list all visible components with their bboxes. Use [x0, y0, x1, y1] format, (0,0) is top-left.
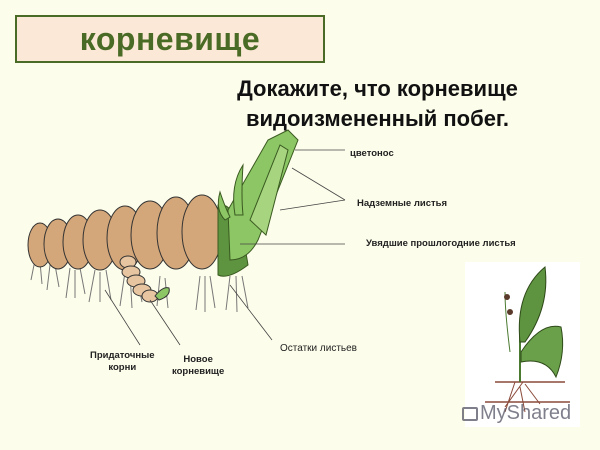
label-adventitious-roots-line1: Придаточные: [90, 350, 155, 361]
label-above-ground-leaves: Надземные листья: [357, 198, 448, 209]
shoot: [217, 129, 299, 277]
lily-of-the-valley-illustration: [465, 262, 580, 427]
title-box: корневище: [15, 15, 325, 63]
rhizome-body: [27, 194, 223, 271]
question-line-2: видоизмененный побег.: [245, 106, 510, 131]
new-rhizome-bud: [154, 287, 170, 301]
label-peduncle: цветонос: [350, 148, 394, 159]
label-new-rhizome-line2: корневище: [172, 366, 225, 377]
question-text: Докажите, что корневище видоизмененный п…: [190, 74, 565, 134]
label-new-rhizome-line1: Новое: [183, 354, 213, 365]
presentation-icon: [462, 406, 478, 421]
watermark-text: MyShared: [480, 402, 572, 424]
plant-drawing: [485, 266, 570, 413]
slide-title: корневище: [79, 20, 261, 57]
label-withered-leaves: Увядшие прошлогодние листья: [366, 238, 516, 249]
label-new-rhizome: Новое корневище: [172, 354, 224, 378]
question-line-1: Докажите, что корневище: [237, 76, 518, 101]
label-leaf-remains: Остатки листьев: [280, 343, 357, 354]
label-adventitious-roots: Придаточные корни: [90, 350, 155, 374]
new-rhizome: [119, 255, 159, 303]
watermark: MyShared: [462, 402, 571, 425]
label-adventitious-roots-line2: корни: [108, 362, 137, 373]
leader-lines: [104, 149, 346, 346]
